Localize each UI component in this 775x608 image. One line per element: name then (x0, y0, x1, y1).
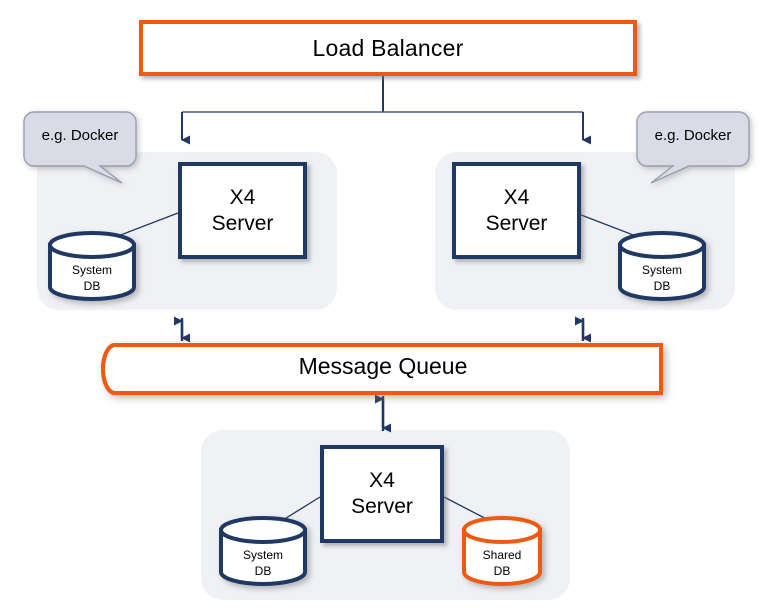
x4-server-bottom[interactable]: X4 Server (320, 445, 444, 543)
load-balancer-node[interactable]: Load Balancer (139, 20, 637, 76)
load-balancer-label: Load Balancer (312, 34, 464, 61)
x4-server-right-line2: Server (485, 211, 548, 235)
shared-db-bottom[interactable]: Shared DB (461, 516, 543, 586)
x4-server-right-line1: X4 (503, 185, 530, 209)
x4-server-right[interactable]: X4 Server (452, 162, 581, 259)
x4-server-left[interactable]: X4 Server (178, 162, 307, 259)
x4-server-left-line2: Server (211, 211, 274, 235)
callout-docker-left: e.g. Docker (22, 110, 138, 185)
system-db-bottom[interactable]: System DB (218, 516, 308, 586)
message-queue-node[interactable]: Message Queue (101, 343, 665, 395)
x4-server-left-line1: X4 (229, 185, 256, 209)
x4-server-bottom-line1: X4 (369, 469, 395, 493)
x4-server-bottom-line2: Server (351, 495, 413, 518)
callout-docker-right: e.g. Docker (635, 110, 751, 185)
connector-load-balancer-fanout (181, 76, 591, 145)
system-db-right[interactable]: System DB (617, 231, 707, 301)
system-db-left[interactable]: System DB (47, 231, 137, 301)
